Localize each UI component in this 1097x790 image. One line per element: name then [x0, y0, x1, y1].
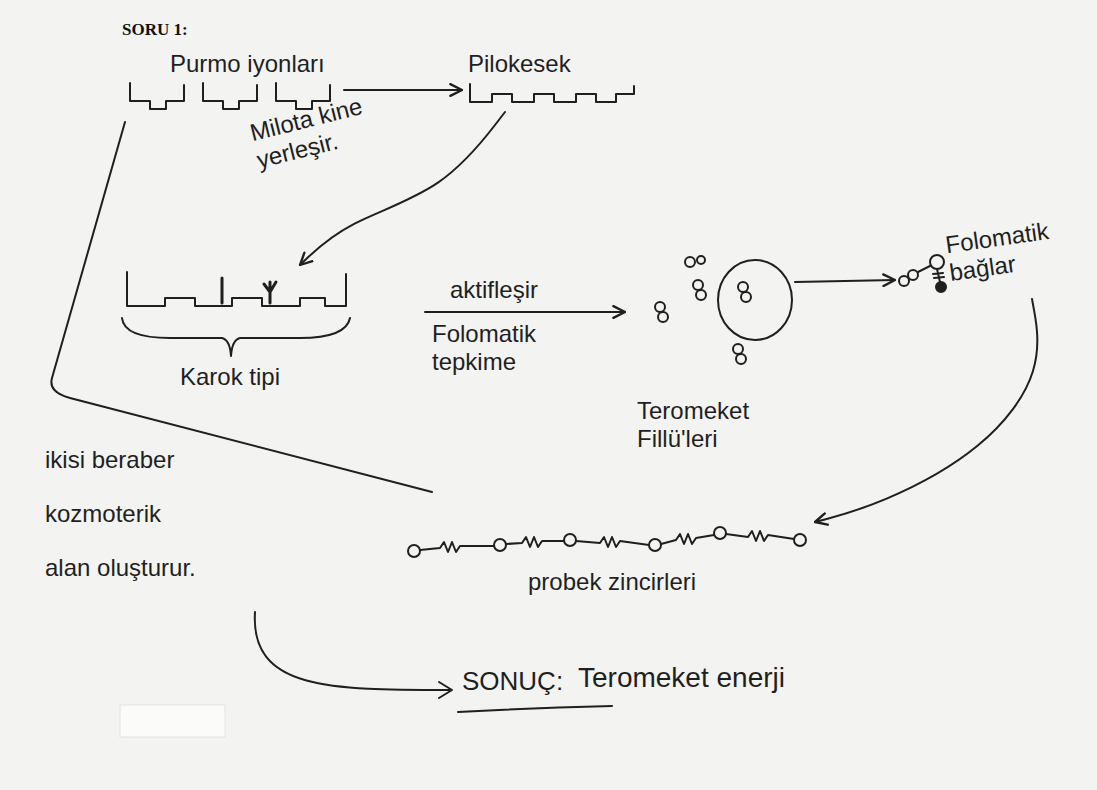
result-keyword: SONUÇ:	[462, 666, 563, 696]
grouping-bracket	[51, 122, 432, 492]
chain-bead	[649, 539, 661, 551]
bond-line	[918, 266, 930, 272]
bond-atom	[936, 282, 946, 292]
concept-label: Folomatik bağlar	[944, 215, 1069, 287]
chain-link	[506, 537, 564, 547]
particle	[733, 344, 743, 354]
concept-label: Teromeket Fillü'leri	[637, 397, 783, 453]
chain-bead	[564, 534, 576, 546]
particle	[738, 282, 748, 292]
arrow-label: aktifleşir	[450, 276, 538, 304]
particle	[655, 302, 665, 312]
particle-group: Teromeket Fillü'leri	[625, 245, 795, 457]
chain-bead	[494, 539, 506, 551]
flow-arrow	[795, 280, 895, 282]
curly-brace	[122, 318, 350, 356]
concept-label: Karok tipi	[170, 363, 290, 391]
particle	[697, 256, 705, 264]
result-arrowhead	[439, 682, 452, 698]
flow-arrow	[815, 299, 1037, 522]
bond-line	[933, 269, 944, 282]
underline	[458, 706, 612, 712]
chain-link	[726, 531, 794, 541]
particle	[685, 257, 695, 267]
chain-bead	[714, 527, 726, 539]
chain-link	[576, 537, 649, 547]
particle	[741, 292, 751, 302]
bond-group: Folomatik bağlar	[895, 215, 1069, 299]
concept-label: probek zincirleri	[528, 568, 728, 596]
chain-link	[661, 534, 714, 544]
arrow-label: Milota kine yerleşir.	[247, 90, 382, 175]
particle	[658, 312, 668, 322]
tape-strip	[120, 705, 225, 737]
ion-pulse	[203, 83, 257, 109]
particle	[693, 280, 703, 290]
milota-stick	[221, 278, 224, 303]
particle	[736, 354, 746, 364]
bond-atom	[930, 255, 944, 269]
flow-arrow	[425, 311, 625, 313]
ion-pulse	[130, 83, 184, 109]
karok-structure	[127, 272, 346, 306]
result-arrow	[255, 612, 450, 690]
particle	[696, 290, 706, 300]
milota-stick	[264, 282, 276, 303]
merged-pulse-group: Pilokesek	[462, 50, 640, 112]
chain-bead	[794, 534, 806, 546]
reaction-note: Folomatik tepkime	[432, 320, 547, 376]
bond-atom	[899, 276, 909, 286]
karok-type-group: Karok tipi	[115, 265, 425, 437]
chain-link	[420, 542, 494, 552]
bracket-note: ikisi beraber kozmoterik alan oluşturur.	[45, 433, 205, 595]
particle-circle	[718, 260, 792, 340]
concept-label: Pilokesek	[468, 50, 618, 78]
question-title: SORU 1:	[122, 20, 188, 40]
chain-group: probek zincirleri	[400, 500, 815, 606]
concept-label: Purmo iyonları	[170, 50, 340, 78]
ion-group: Purmo iyonları	[125, 50, 344, 112]
result-text: Teromeket enerji	[578, 662, 785, 694]
bond-atom	[908, 270, 918, 280]
merged-pulse	[470, 84, 634, 102]
flow-arrow	[344, 89, 462, 91]
chain-bead	[408, 545, 420, 557]
